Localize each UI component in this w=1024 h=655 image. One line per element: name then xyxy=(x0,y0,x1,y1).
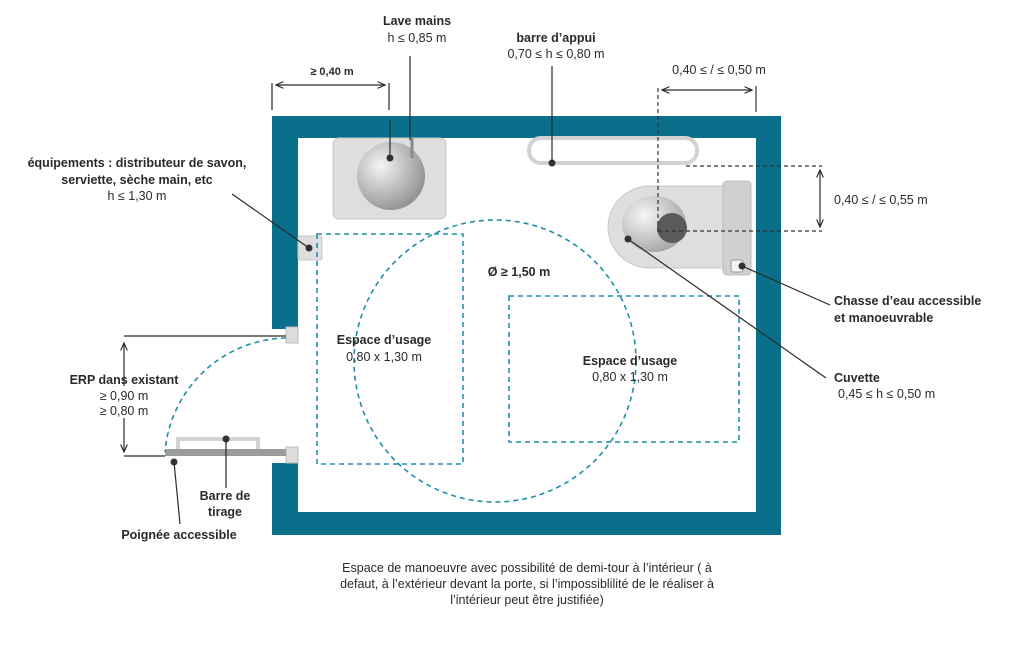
barre-tirage-1: Barre de xyxy=(200,489,251,503)
lave-mains-height: h ≤ 0,85 m xyxy=(388,31,447,45)
chasse-label-1: Chasse d’eau accessible xyxy=(834,294,981,308)
erp-080: ≥ 0,80 m xyxy=(100,404,149,418)
sink-basin xyxy=(357,142,425,210)
pull-bar xyxy=(176,437,260,449)
barre-tirage-2: tirage xyxy=(208,505,242,519)
dimension-lines xyxy=(124,83,820,457)
usage-space-right-dim: 0,80 x 1,30 m xyxy=(592,370,668,384)
barre-appui-height: 0,70 ≤ h ≤ 0,80 m xyxy=(507,47,604,61)
wall-top xyxy=(272,116,781,138)
cuvette-height: 0,45 ≤ h ≤ 0,50 m xyxy=(838,387,935,401)
erp-090: ≥ 0,90 m xyxy=(100,389,149,403)
usage-space-right-title: Espace d’usage xyxy=(583,354,678,368)
wall-left-lower xyxy=(272,463,298,535)
usage-space-left xyxy=(316,233,464,465)
wall-right xyxy=(756,116,781,535)
door-jamb-top xyxy=(285,326,299,344)
wall-left-upper xyxy=(272,116,298,329)
door-swing-arc xyxy=(164,337,287,453)
door-jamb-bottom xyxy=(285,446,299,464)
lave-mains-title: Lave mains xyxy=(383,14,451,28)
dim-toilet-depth: 0,40 ≤ / ≤ 0,55 m xyxy=(834,193,928,207)
caption-line-3: l’intérieur peut être justifiée) xyxy=(450,593,604,607)
equipment-label-1: équipements : distributeur de savon, xyxy=(28,156,247,170)
caption-line-2: defaut, à l’extérieur devant la porte, s… xyxy=(340,577,714,591)
barre-appui-title: barre d’appui xyxy=(516,31,595,45)
toilet-tank xyxy=(722,180,752,276)
wall-bottom xyxy=(272,512,781,535)
dim-toilet-axis: 0,40 ≤ / ≤ 0,50 m xyxy=(672,63,766,77)
poignee-label: Poignée accessible xyxy=(121,528,236,542)
erp-title: ERP dans existant xyxy=(70,373,180,387)
support-bar xyxy=(527,136,699,165)
turning-circle xyxy=(353,219,637,503)
toilet-drain xyxy=(657,213,687,243)
room-walls xyxy=(272,116,781,535)
equipment-label-2: serviette, sèche main, etc xyxy=(61,173,213,187)
leader-lines xyxy=(173,56,831,525)
usage-space-right xyxy=(508,295,740,443)
usage-space-left-title: Espace d’usage xyxy=(337,333,432,347)
turning-diameter: Ø ≥ 1,50 m xyxy=(488,265,550,279)
equipment-height: h ≤ 1,30 m xyxy=(108,189,167,203)
usage-space-left-dim: 0,80 x 1,30 m xyxy=(346,350,422,364)
caption-line-1: Espace de manoeuvre avec possibilité de … xyxy=(342,561,712,575)
dim-sink-clearance: ≥ 0,40 m xyxy=(310,66,354,78)
cuvette-title: Cuvette xyxy=(834,371,880,385)
chasse-label-2: et manoeuvrable xyxy=(834,311,933,325)
